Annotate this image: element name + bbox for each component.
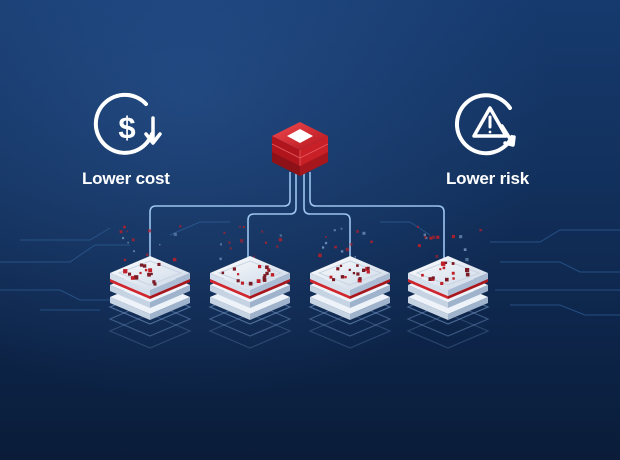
circuit-traces xyxy=(0,221,620,316)
lower-risk-label: Lower risk xyxy=(446,169,530,188)
server-stacks xyxy=(108,225,490,349)
svg-text:$: $ xyxy=(118,110,135,145)
central-hub-icon xyxy=(271,122,329,176)
warning-down-icon xyxy=(455,93,516,156)
dollar-down-icon: $ xyxy=(93,92,162,155)
server-stack xyxy=(406,225,490,349)
server-stack xyxy=(208,225,292,349)
lower-cost-label: Lower cost xyxy=(82,169,170,188)
connection-lines xyxy=(149,172,445,258)
server-stack xyxy=(308,227,392,349)
server-stack xyxy=(108,225,192,349)
